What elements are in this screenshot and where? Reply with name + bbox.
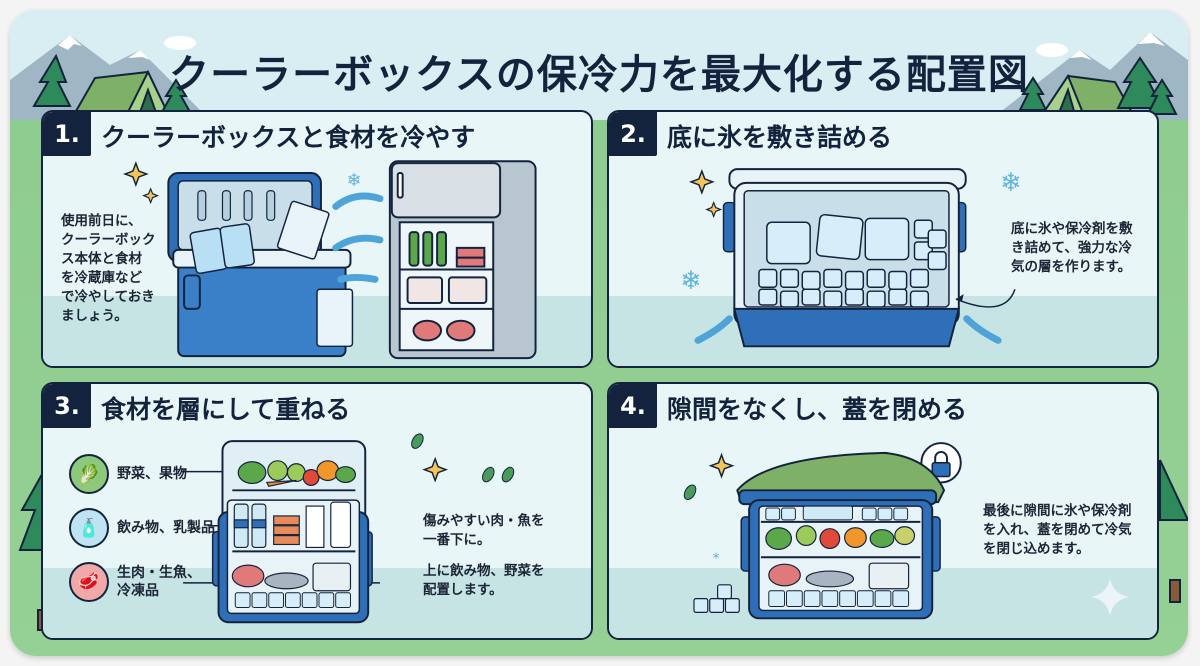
leaf-icon xyxy=(501,466,515,483)
left-tree xyxy=(32,53,192,113)
step-4-description: 最後に隙間に氷や保冷剤 を入れ、蓋を閉めて冷気 を閉じ込めます。 xyxy=(983,502,1132,559)
step-number-badge: 1. xyxy=(43,112,91,156)
step-title: 隙間をなくし、蓋を閉める xyxy=(667,395,968,424)
vegetables xyxy=(765,525,916,550)
ice-cubes xyxy=(758,213,947,308)
step-number-badge: 3. xyxy=(43,384,91,428)
drinks xyxy=(233,501,352,549)
step-4-illustration: * xyxy=(683,442,962,620)
ice-cubes xyxy=(768,590,910,607)
description-line: ましょう。 xyxy=(61,308,128,324)
page-title: クーラーボックスの保冷力を最大化する配置図 xyxy=(169,52,1029,98)
legend-meat-fish-frozen: 🥩 生肉・生魚、 冷凍品 xyxy=(69,562,201,602)
vegetable-fruit-icon: 🥬 xyxy=(69,454,109,494)
snowflake-icon: ❄ xyxy=(1000,168,1021,198)
refrigerator xyxy=(388,160,537,360)
pointer-arrow xyxy=(955,288,1016,308)
legend-label: 野菜、果物 xyxy=(117,466,187,482)
step-number-badge: 2. xyxy=(609,112,657,156)
step-3-description-b: 上に飲み物、野菜を 配置します。 xyxy=(423,562,545,600)
arrow-icon xyxy=(332,192,384,283)
step-number-badge: 4. xyxy=(609,384,657,428)
legend-label-line: 冷凍品 xyxy=(117,583,159,599)
vegetables xyxy=(237,460,356,488)
description-line: 上に飲み物、野菜を xyxy=(423,563,545,579)
left-tent xyxy=(70,69,172,119)
step-title: 底に氷を敷き詰める xyxy=(667,123,893,152)
watermark-sparkle-icon xyxy=(1091,578,1129,616)
leaf-icon xyxy=(411,433,424,449)
meat-and-fish xyxy=(768,562,910,590)
legend-label-line: 生肉・生魚、 xyxy=(117,565,201,581)
infographic-frame: クーラーボックスの保冷力を最大化する配置図 1. クーラーボックスと食材を冷やす… xyxy=(10,10,1188,656)
step-title: 食材を層にして重ねる xyxy=(101,395,351,424)
sparkle-icon xyxy=(122,161,149,187)
description-line: 使用前日に、 xyxy=(61,213,142,229)
legend-label: 生肉・生魚、 冷凍品 xyxy=(117,564,201,600)
meat-and-fish xyxy=(231,562,352,592)
description-line: 最後に隙間に氷や保冷剤 xyxy=(983,503,1132,519)
description-line: 配置します。 xyxy=(423,582,503,598)
snowflake-icon: ❄ xyxy=(680,266,701,296)
description-line: で冷やしておき xyxy=(61,289,155,305)
panel-step-4: 4. 隙間をなくし、蓋を閉める xyxy=(607,382,1159,640)
ice-bag xyxy=(316,288,354,348)
step-1-illustration: ❄ xyxy=(122,160,537,360)
sparkle-icon xyxy=(705,200,723,218)
ice-bag xyxy=(276,200,330,260)
description-line: を入れ、蓋を閉めて冷気 xyxy=(983,522,1132,538)
snowflake-icon: ❄ xyxy=(347,171,362,191)
side-tree-right xyxy=(1159,459,1188,603)
step-title: クーラーボックスと食材を冷やす xyxy=(101,123,476,152)
sparkle-icon xyxy=(142,187,160,205)
description-line: を閉じ込めます。 xyxy=(983,541,1090,557)
leaf-icon xyxy=(482,466,495,483)
description-line: 底に氷や保冷剤を敷 xyxy=(1011,221,1133,237)
sparkle-icon xyxy=(708,452,735,479)
description-line: き詰めて、強力な冷 xyxy=(1011,240,1132,256)
cloud xyxy=(164,36,196,50)
ice-pack xyxy=(219,223,255,269)
description-line: を冷蔵庫など xyxy=(61,270,142,286)
right-tree xyxy=(1018,56,1178,115)
step-2-illustration: ❄ ❄ xyxy=(680,168,1022,348)
panel-step-2: 2. 底に氷を敷き詰める ❄ ❄ xyxy=(607,110,1159,368)
snowflake-icon: * xyxy=(713,551,720,567)
panel-step-3: 3. 食材を層にして重ねる xyxy=(41,382,593,640)
arrow-icon xyxy=(694,315,1002,344)
meat-icon: 🥩 xyxy=(69,562,109,602)
description-line: 一番下に。 xyxy=(423,532,491,548)
sparkle-icon xyxy=(688,168,715,195)
drinks-dairy-icon: 🧴 xyxy=(69,508,109,548)
step-3-description-a: 傷みやすい肉・魚を 一番下に。 xyxy=(423,512,545,550)
sparkle-icon xyxy=(422,456,449,483)
description-line: 気の層を作ります。 xyxy=(1011,259,1132,275)
loose-ice-cubes xyxy=(693,584,740,613)
ice-cubes xyxy=(234,592,351,608)
panel-step-1: 1. クーラーボックスと食材を冷やす ❄ xyxy=(41,110,593,368)
step-2-description: 底に氷や保冷剤を敷 き詰めて、強力な冷 気の層を作ります。 xyxy=(1011,220,1133,277)
legend-drinks-dairy: 🧴 飲み物、乳製品 xyxy=(69,508,215,548)
ice-cubes xyxy=(765,507,909,521)
description-line: ス本体と食材 xyxy=(61,251,142,267)
description-line: 傷みやすい肉・魚を xyxy=(423,513,545,529)
leaf-icon xyxy=(683,484,697,501)
step-1-description: 使用前日に、 クーラーボック ス本体と食材 を冷蔵庫など で冷やしておき ましょ… xyxy=(61,212,156,326)
cloud xyxy=(1036,43,1068,57)
legend-label: 飲み物、乳製品 xyxy=(117,520,215,536)
legend-vegetables-fruit: 🥬 野菜、果物 xyxy=(69,454,187,494)
description-line: クーラーボック xyxy=(61,232,156,248)
step-3-illustration xyxy=(181,433,515,624)
